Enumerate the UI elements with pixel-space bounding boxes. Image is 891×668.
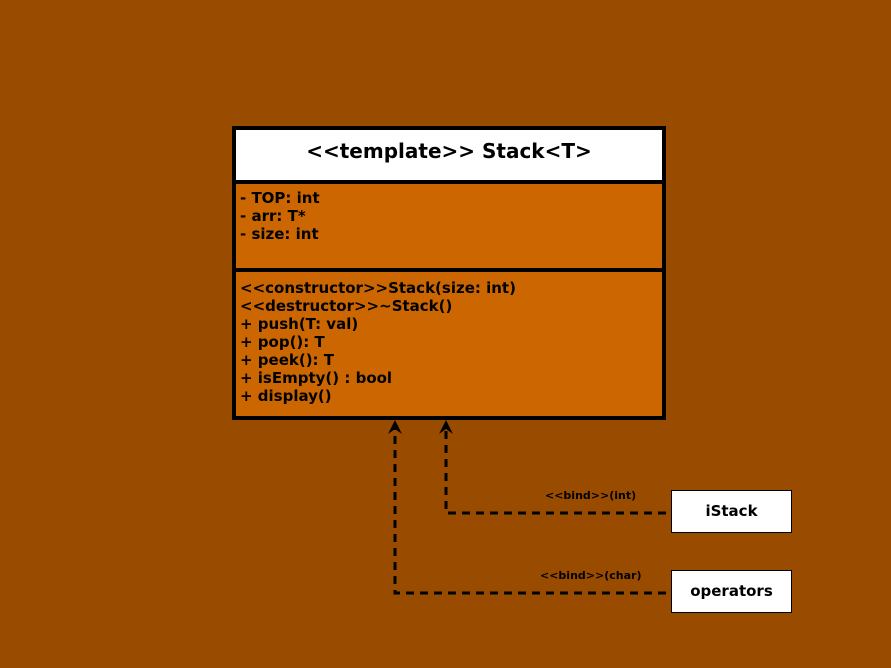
method-peek: + peek(): T [240, 351, 335, 369]
class-header: <<template>> Stack<T> [236, 130, 662, 184]
method-isempty: + isEmpty() : bool [240, 369, 393, 387]
method-pop: + pop(): T [240, 333, 325, 351]
method-push: + push(T: val) [240, 315, 359, 333]
class-title: <<template>> Stack<T> [306, 139, 592, 163]
method-display: + display() [240, 387, 332, 405]
operators-bind-edge [388, 420, 666, 595]
method-destructor: <<destructor>>~Stack() [240, 297, 453, 315]
istack-node-label: iStack [705, 502, 758, 520]
methods-section: <<constructor>>Stack(size: int) <<destru… [236, 272, 662, 418]
istack-arrowhead [439, 420, 453, 434]
attribute-size: - size: int [240, 225, 319, 243]
istack-bind-edge [439, 420, 666, 515]
attributes-section: - TOP: int - arr: T* - size: int [236, 184, 662, 272]
operators-bind-label: <<bind>>(char) [540, 569, 642, 582]
operators-node[interactable]: operators [671, 570, 792, 613]
operators-arrowhead [388, 420, 402, 434]
istack-node[interactable]: iStack [671, 490, 792, 533]
operators-node-label: operators [690, 582, 773, 600]
method-constructor: <<constructor>>Stack(size: int) [240, 279, 516, 297]
istack-bind-label: <<bind>>(int) [545, 489, 637, 502]
attribute-arr: - arr: T* [240, 207, 306, 225]
attribute-top: - TOP: int [240, 189, 320, 207]
stack-class[interactable]: <<template>> Stack<T> - TOP: int - arr: … [232, 126, 666, 420]
